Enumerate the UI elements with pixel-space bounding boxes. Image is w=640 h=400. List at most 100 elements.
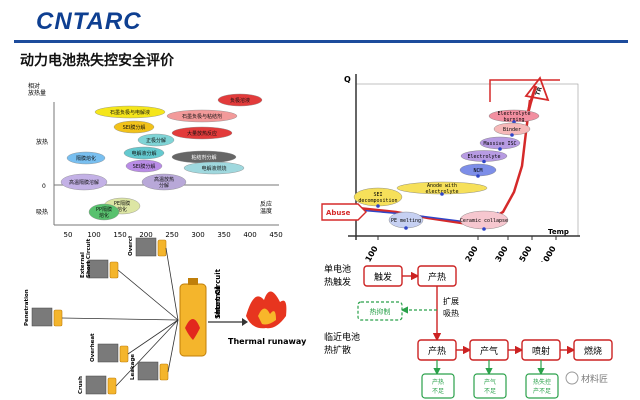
- y-tick-zero: 0: [42, 183, 46, 190]
- bubble-label: 电解液分解: [131, 150, 156, 157]
- bubble-label: SEI膜分解: [133, 163, 156, 170]
- cause-label: Crush: [78, 376, 84, 394]
- bubble-item: [137, 133, 175, 147]
- internal-short-label-1: Internal: [214, 286, 222, 317]
- bubble-item: [125, 159, 163, 173]
- row2-label-2: 热扩散: [324, 344, 351, 356]
- bottom3-label-1: 热失控: [533, 378, 551, 386]
- watermark: 材料匠: [581, 373, 608, 385]
- suppression-label: 热抑制: [370, 307, 391, 316]
- burn-label: 燃烧: [584, 345, 602, 357]
- heat1-label: 产热: [428, 271, 446, 283]
- cell-icon: [157, 239, 167, 257]
- x-tick-label: 450: [269, 231, 282, 239]
- bubble-item: [171, 126, 233, 140]
- y-tick-high: 放热: [36, 138, 48, 146]
- propagation-flow-diagram: 单电池 热触发 触发 产热 扩展 吸热 热抑制 临近电池 热扩散 产热 产气 喷…: [324, 263, 613, 399]
- bubble-item: [217, 93, 263, 107]
- event-label: PE melting: [391, 218, 421, 224]
- bubble-label: 隔膜熔化: [76, 155, 96, 162]
- cause-photo: [97, 343, 119, 363]
- cause-label: Leakage: [130, 354, 136, 380]
- bubble-item: [166, 109, 238, 123]
- temp-tick-label: 200: [464, 244, 480, 262]
- row1-label-1: 单电池: [324, 263, 351, 275]
- x-tick-label: 50: [64, 231, 73, 239]
- cause-photo: [85, 375, 107, 395]
- burn-box: [573, 339, 613, 361]
- bubble-item: [113, 120, 155, 134]
- bubble-label: 熔化: [99, 212, 109, 219]
- cause-label: External: [80, 252, 86, 278]
- cell-icon: [53, 309, 63, 327]
- bubble-item: [60, 173, 108, 191]
- abuse-label: Abuse: [326, 209, 351, 217]
- bubble-item: [88, 203, 120, 221]
- bubble-label: 熔化: [117, 206, 127, 213]
- abuse-arrow: [321, 203, 367, 221]
- bubble-label: 分解: [159, 182, 169, 189]
- cause-photo: [137, 361, 159, 381]
- y-axis-title-line1: 相对: [28, 82, 40, 90]
- bubble-label: 大量放热反应: [187, 130, 217, 137]
- cell-icon: [109, 261, 119, 279]
- event-label: decomposition: [358, 198, 397, 204]
- bubble-label: 石墨负极与电解液: [110, 109, 150, 116]
- bubble-item: [66, 151, 106, 165]
- wechat-icon: [565, 371, 579, 385]
- cell-icon: [107, 377, 117, 395]
- page-title: 动力电池热失控安全评价: [20, 53, 174, 69]
- bottom2-label-1: 产气: [484, 378, 496, 386]
- x-tick-label: 200: [139, 231, 152, 239]
- x-tick-label: 100: [87, 231, 100, 239]
- tr-label: TR: [534, 86, 544, 97]
- x-tick-label: 250: [165, 231, 178, 239]
- x-axis-title-line2: 温度: [260, 207, 272, 215]
- bubble-label: 正极分解: [146, 137, 166, 144]
- bottom3-label-2: 产不足: [533, 387, 551, 395]
- event-label: SEI: [373, 192, 382, 198]
- abuse-trigger-diagram: Internal Short Circuit Thermal runaway P…: [24, 236, 307, 395]
- event-label: Massive ISC: [483, 141, 516, 147]
- event-label: Binder: [503, 127, 521, 133]
- event-label: NCM: [473, 168, 482, 174]
- temp-axis-label: Temp: [548, 228, 569, 236]
- suppression-box: [357, 301, 403, 321]
- gas-label: 产气: [480, 345, 498, 357]
- event-label: Electrolyte: [467, 154, 500, 160]
- event-label: Electrolyte: [497, 111, 530, 117]
- bubble-label: 负极溶液: [230, 97, 250, 104]
- cause-label: Overcharge: [128, 236, 134, 256]
- temp-tick-label: 100: [364, 244, 380, 262]
- bubble-label: 石墨负极与粘结剂: [182, 113, 222, 120]
- cnatrc-logo: CNTARC: [36, 8, 142, 35]
- row1-label-2: 热触发: [324, 276, 351, 288]
- heat2-label: 产热: [428, 345, 446, 357]
- thermal-runaway-label: Thermal runaway: [228, 337, 307, 346]
- bubble-item: [94, 105, 166, 119]
- bubble-item: [123, 146, 165, 160]
- bubble-item: [141, 173, 187, 191]
- spread-label-2: 吸热: [443, 308, 459, 318]
- row2-label-1: 临近电池: [324, 331, 360, 343]
- event-label: burning: [503, 117, 524, 123]
- bottom2-label-2: 不足: [484, 388, 496, 395]
- jet-label: 喷射: [532, 345, 550, 357]
- temp-tick-label: 300: [494, 244, 510, 262]
- spread-label-1: 扩展: [443, 296, 459, 306]
- temp-tick-label: 500: [518, 244, 534, 262]
- x-axis-title-line1: 反应: [260, 200, 272, 208]
- internal-short-label-2: Short Circuit: [214, 268, 222, 319]
- bottom2-box: [473, 373, 507, 399]
- cause-label: Overheat: [90, 333, 96, 362]
- bubble-label: 高温放热: [154, 176, 174, 183]
- tr-arrow: [524, 76, 550, 102]
- cause-label: Penetration: [24, 289, 30, 326]
- bottom1-label-2: 不足: [432, 388, 444, 395]
- x-tick-label: 350: [217, 231, 230, 239]
- cause-photo: [87, 259, 109, 279]
- cell-icon: [159, 363, 169, 381]
- y-tick-low: 吸热: [36, 208, 48, 216]
- x-tick-label: 150: [113, 231, 126, 239]
